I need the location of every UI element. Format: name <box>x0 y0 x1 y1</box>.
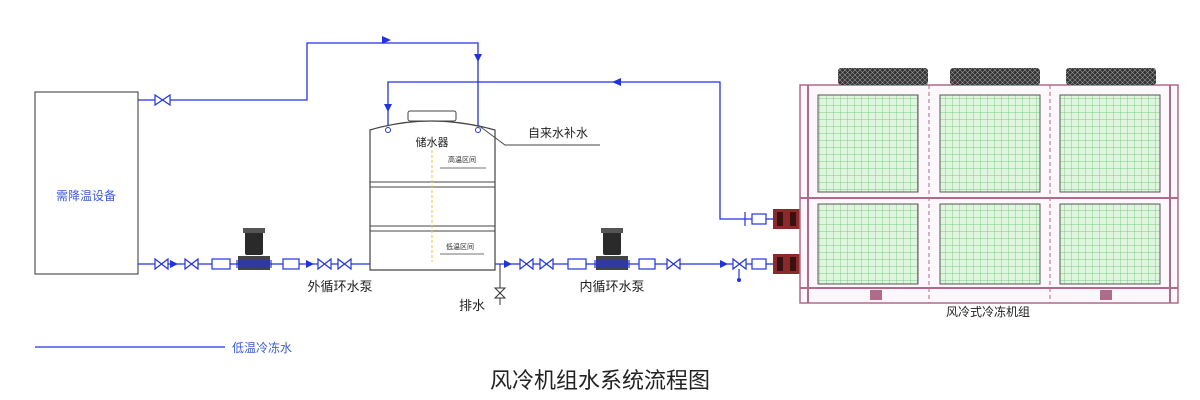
inner-pump-icon <box>594 228 630 270</box>
flange-icon <box>773 209 805 274</box>
upper-pipe-arrows <box>382 36 621 112</box>
equipment-label: 需降温设备 <box>56 189 116 203</box>
valve-icon <box>154 93 171 107</box>
makeup-label: 自来水补水 <box>528 126 588 140</box>
outer-loop-fittings <box>154 257 352 271</box>
upper-pipe <box>138 42 745 220</box>
water-tank <box>369 110 501 278</box>
outer-pump-label: 外循环水泵 <box>307 280 372 295</box>
tank-label: 储水器 <box>416 135 449 149</box>
tank-note-top: 高温区间 <box>448 155 476 164</box>
diagram-title: 风冷机组水系统流程图 <box>490 369 710 394</box>
inner-loop-fittings <box>519 257 767 271</box>
inner-pump-label: 内循环水泵 <box>579 279 644 295</box>
equipment-box <box>34 91 139 275</box>
tank-note-bottom: 低温区间 <box>446 242 474 251</box>
legend-label: 低温冷冻水 <box>232 340 292 355</box>
outer-pump-icon <box>236 228 272 270</box>
unit-label: 风冷式冷冻机组 <box>946 304 1030 319</box>
drain-valve-icon <box>493 287 507 299</box>
drain-label: 排水 <box>459 299 485 314</box>
chiller-unit <box>799 68 1179 304</box>
